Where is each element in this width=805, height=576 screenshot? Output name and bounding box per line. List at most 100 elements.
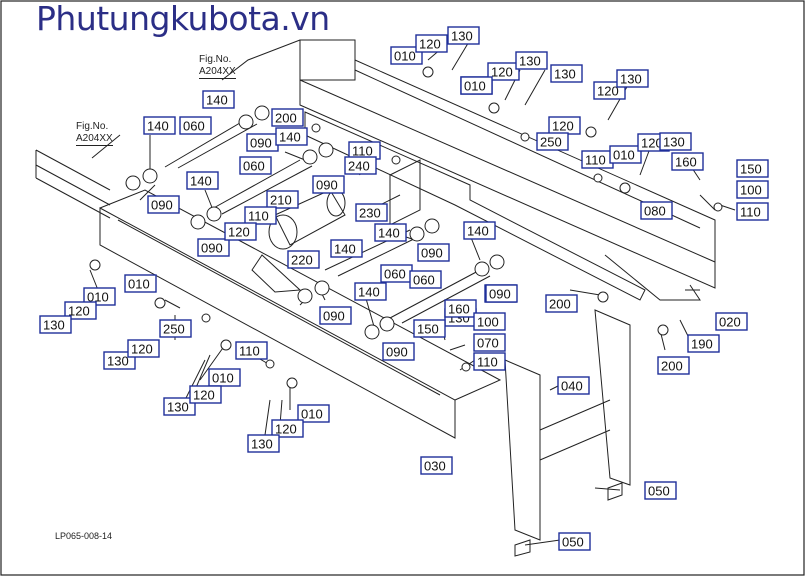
- part-label-text: 120: [228, 225, 250, 240]
- part-label-text: 210: [270, 193, 292, 208]
- part-label-120: 120: [224, 222, 257, 241]
- part-label-text: 120: [597, 84, 619, 99]
- part-label-120: 120: [271, 419, 304, 438]
- part-label-text: 140: [358, 285, 380, 300]
- part-label-text: 120: [552, 119, 574, 134]
- part-label-text: 250: [540, 135, 562, 150]
- part-label-box: [736, 159, 769, 178]
- part-label-090: 090: [319, 306, 352, 325]
- foot-050-left: [514, 539, 531, 557]
- part-label-box: [473, 312, 506, 331]
- part-label-text: 120: [419, 37, 441, 52]
- part-label-box: [266, 190, 299, 209]
- part-label-text: 140: [190, 174, 212, 189]
- shaft-060-f: [337, 235, 421, 277]
- part-label-010: 010: [208, 368, 241, 387]
- back-rail-end-bracket: [299, 39, 356, 81]
- part-label-text: 110: [740, 205, 761, 220]
- part-label-010: 010: [297, 404, 330, 423]
- part-label-box: [159, 319, 192, 338]
- part-label-010: 010: [460, 76, 493, 95]
- part-label-190: 190: [687, 334, 720, 353]
- part-label-130: 130: [550, 64, 583, 83]
- part-label-box: [319, 306, 352, 325]
- fig-reference-label: Fig.No.: [76, 121, 109, 132]
- part-label-140: 140: [186, 171, 219, 190]
- back-rail-inner: [354, 60, 701, 229]
- part-label-060: 060: [409, 270, 442, 289]
- part-label-text: 050: [562, 535, 584, 550]
- part-label-text: 140: [206, 93, 228, 108]
- part-label-140: 140: [374, 223, 407, 242]
- part-label-100: 100: [736, 180, 769, 199]
- part-label-text: 130: [251, 437, 273, 452]
- part-label-box: [687, 334, 720, 353]
- part-label-text: 120: [641, 136, 663, 151]
- part-label-box: [463, 221, 496, 240]
- part-label-text: 100: [740, 183, 762, 198]
- part-label-box: [39, 315, 72, 334]
- part-label-130: 130: [39, 315, 72, 334]
- part-label-text: 110: [585, 153, 606, 168]
- part-label-box: [312, 175, 345, 194]
- part-label-text: 010: [394, 49, 416, 64]
- part-label-text: 130: [107, 354, 129, 369]
- part-label-120: 120: [415, 34, 448, 53]
- part-label-120: 120: [64, 301, 97, 320]
- part-label-230: 230: [355, 203, 388, 222]
- part-label-text: 030: [424, 459, 446, 474]
- part-label-130: 130: [515, 51, 548, 70]
- part-label-text: 120: [131, 342, 153, 357]
- part-label-text: 160: [448, 302, 470, 317]
- part-label-box: [297, 404, 330, 423]
- part-label-box: [275, 127, 308, 146]
- part-label-140: 140: [463, 221, 496, 240]
- part-label-200: 200: [657, 356, 690, 375]
- part-label-box: [409, 270, 442, 289]
- part-label-070: 070: [473, 333, 506, 352]
- part-label-130: 130: [247, 434, 280, 453]
- part-label-text: 090: [151, 198, 173, 213]
- part-label-box: [657, 356, 690, 375]
- part-label-text: 080: [644, 204, 666, 219]
- part-label-box: [208, 368, 241, 387]
- part-label-box: [640, 201, 673, 220]
- part-label-200: 200: [271, 108, 304, 127]
- part-label-text: 130: [43, 318, 65, 333]
- part-label-box: [609, 145, 642, 164]
- part-label-text: 120: [193, 388, 215, 403]
- part-label-box: [235, 341, 268, 360]
- part-label-140: 140: [275, 127, 308, 146]
- part-label-box: [186, 171, 219, 190]
- part-label-box: [189, 385, 222, 404]
- part-label-text: 240: [348, 159, 370, 174]
- part-label-box: [103, 351, 136, 370]
- part-label-text: 070: [477, 336, 499, 351]
- motor-back-cap: [326, 189, 346, 217]
- part-label-box: [127, 339, 160, 358]
- rail-bracket-190: [604, 254, 701, 301]
- part-label-box: [736, 202, 769, 221]
- back-rail-top-edge: [354, 59, 716, 262]
- part-label-060: 060: [380, 264, 413, 283]
- part-label-120: 120: [487, 62, 520, 81]
- part-label-box: [616, 69, 649, 88]
- part-label-110: 110: [581, 150, 614, 169]
- leg-040-crossbar: [539, 399, 611, 461]
- part-label-box: [550, 64, 583, 83]
- part-label-text: 130: [451, 29, 473, 44]
- part-label-text: 120: [68, 304, 90, 319]
- part-label-text: 090: [386, 345, 408, 360]
- part-label-box: [417, 243, 450, 262]
- part-label-text: 130: [620, 72, 642, 87]
- part-label-text: 140: [467, 224, 489, 239]
- part-label-box: [390, 46, 423, 65]
- left-rail-fragment: [35, 149, 111, 219]
- shaft-060-a: [164, 119, 246, 168]
- part-label-110: 110: [244, 206, 277, 225]
- motor-body-210: [274, 189, 346, 246]
- part-label-box: [197, 238, 230, 257]
- part-label-text: 010: [613, 148, 635, 163]
- fig-reference-label: Fig.No.: [199, 54, 232, 65]
